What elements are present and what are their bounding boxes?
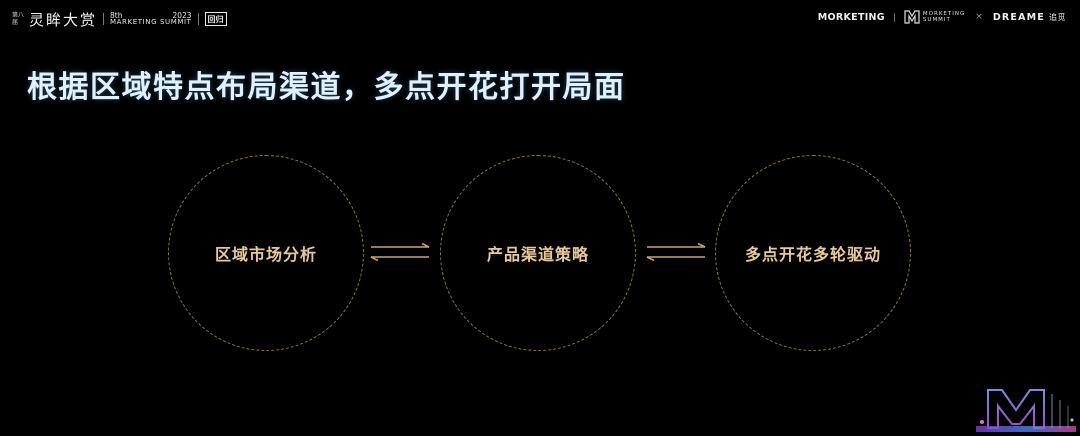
step-label: 产品渠道策略 xyxy=(486,245,589,264)
step-circle-market-analysis: 区域市场分析 xyxy=(168,155,364,351)
divider xyxy=(893,12,895,22)
divider xyxy=(103,13,105,25)
step-circle-multi-point-growth: 多点开花多轮驱动 xyxy=(715,155,911,351)
bidirectional-arrows-icon xyxy=(646,243,706,261)
bidirectional-arrows-icon xyxy=(370,243,430,261)
brand-name: 灵眸大赏 xyxy=(29,10,98,29)
summit-info: 8th 2023 MARKETING SUMMIT xyxy=(110,12,192,26)
dreame-logo: DREAME xyxy=(992,11,1045,23)
step-label: 区域市场分析 xyxy=(214,245,317,264)
cross-symbol: × xyxy=(975,12,983,22)
partner-logos: MORKETING MORKETING SUMMIT × DREAME 追觅 xyxy=(818,9,1066,25)
event-logo-mark: 回归 xyxy=(204,12,227,26)
divider xyxy=(197,13,199,25)
summit-logo-line1: MORKETING xyxy=(922,11,966,17)
summit-name: MARKETING SUMMIT xyxy=(110,18,192,26)
summit-year: 2023 xyxy=(172,11,192,20)
page-title: 根据区域特点布局渠道，多点开花打开局面 xyxy=(27,70,626,105)
edition-label: 第八届 xyxy=(12,12,25,26)
summit-edition: 8th xyxy=(110,11,123,20)
stage-graphic xyxy=(976,389,1076,432)
step-label: 多点开花多轮驱动 xyxy=(744,245,881,264)
event-brand: 第八届 灵眸大赏 8th 2023 MARKETING SUMMIT 回归 xyxy=(12,8,227,30)
summit-logo: MORKETING SUMMIT xyxy=(904,10,965,24)
morketing-logo: MORKETING xyxy=(817,11,885,23)
step-circle-channel-strategy: 产品渠道策略 xyxy=(440,155,636,351)
summit-logo-icon xyxy=(904,10,920,24)
dreame-logo-cn: 追觅 xyxy=(1049,12,1066,22)
summit-logo-line2: SUMMIT xyxy=(922,17,951,23)
